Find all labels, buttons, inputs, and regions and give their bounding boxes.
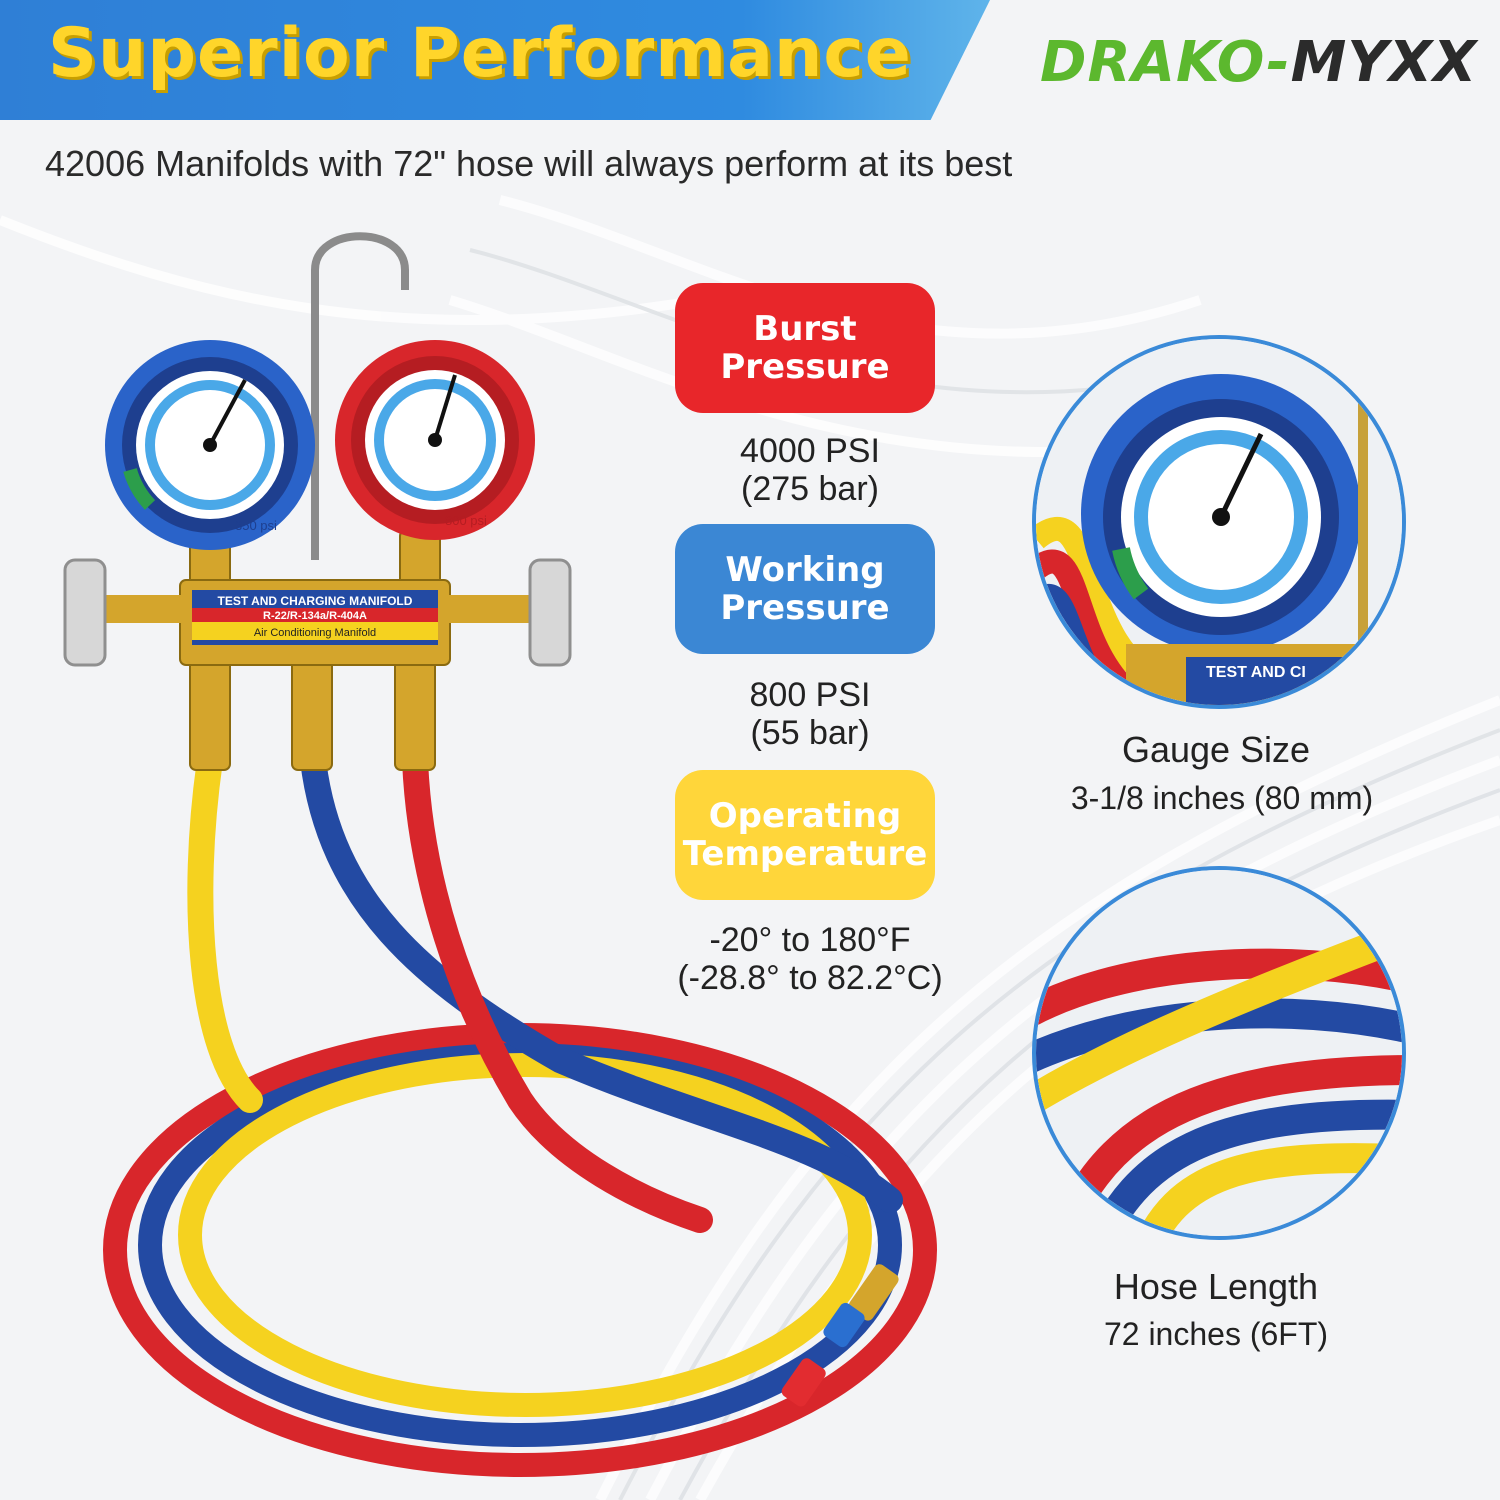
burst-pressure-badge: Burst Pressure — [675, 283, 935, 413]
zoom-plate-text: TEST AND CI — [1206, 664, 1306, 681]
brand-logo: DRAKO-MYXX — [1040, 30, 1477, 100]
working-pressure-value: 800 PSI (55 bar) — [749, 676, 871, 752]
blue-fitting — [823, 1302, 865, 1348]
operating-temperature-badge: Operating Temperature — [675, 770, 935, 900]
manifold-gauge-product-image: TEST AND CHARGING MANIFOLD R-22/R-134a/R… — [63, 232, 937, 1477]
burst-pressure-label: Burst Pressure — [720, 309, 890, 387]
operating-temperature-value: -20° to 180°F (-28.8° to 82.2°C) — [677, 921, 943, 997]
gauge-closeup-image: TEST AND CI — [1032, 335, 1406, 709]
burst-pressure-value: 4000 PSI (275 bar) — [740, 432, 880, 508]
yellow-fitting — [848, 1264, 899, 1321]
hanger-hook — [311, 232, 409, 560]
working-pressure-badge: Working Pressure — [675, 524, 935, 654]
high-pressure-gauge: 800 psi — [335, 340, 535, 540]
plate-line1: TEST AND CHARGING MANIFOLD — [218, 594, 413, 608]
right-valve-knob — [528, 558, 572, 667]
page-title: Superior Performance — [48, 14, 912, 93]
gauge-size-title: Gauge Size — [1121, 729, 1311, 770]
low-pressure-gauge: 350 psi — [105, 340, 315, 550]
gauge-size-value: 3-1/8 inches (80 mm) — [1070, 780, 1374, 816]
blue-hose — [300, 747, 903, 1213]
title-banner — [0, 0, 990, 120]
brand-logo-part1: DRAKO- — [1040, 30, 1291, 95]
yellow-hose-loop — [178, 1053, 872, 1417]
operating-temperature-label: Operating Temperature — [682, 796, 928, 874]
brand-logo-part2: MYXX — [1290, 30, 1478, 95]
hose-length-value: 72 inches (6FT) — [1103, 1316, 1329, 1352]
high-gauge-max: 800 psi — [445, 513, 487, 528]
red-hose — [402, 747, 713, 1233]
red-fitting — [781, 1358, 826, 1407]
left-valve-knob — [63, 558, 107, 667]
hose-closeup-image — [1032, 866, 1406, 1240]
hose-length-title: Hose Length — [1113, 1266, 1319, 1307]
working-pressure-label: Working Pressure — [720, 550, 890, 628]
plate-line3: Air Conditioning Manifold — [254, 627, 376, 639]
plate-line2: R-22/R-134a/R-404A — [263, 610, 367, 622]
subtitle: 42006 Manifolds with 72" hose will alway… — [45, 143, 1013, 184]
yellow-hose — [187, 747, 263, 1113]
low-gauge-max: 350 psi — [235, 518, 277, 533]
